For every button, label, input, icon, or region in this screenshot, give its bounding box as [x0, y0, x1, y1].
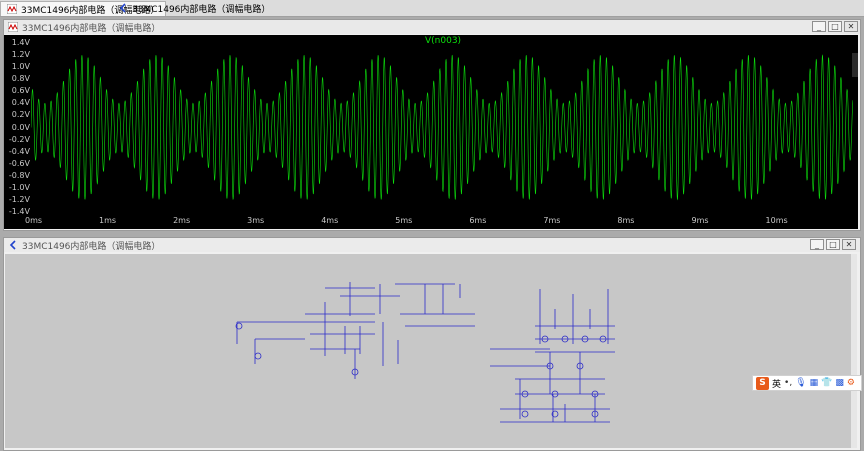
- schematic-window: 33MC1496内部电路（调幅电路） _ □ ✕: [3, 237, 861, 451]
- tab-bar: 33MC1496内部电路（调幅电路） 33MC1496内部电路（调幅电路）: [0, 0, 864, 17]
- tab-schematic-2[interactable]: 33MC1496内部电路（调幅电路）: [112, 1, 276, 15]
- minimize-icon: _: [815, 240, 819, 249]
- y-tick-label: -0.4V: [8, 146, 30, 156]
- trace-label[interactable]: V(n003): [425, 36, 462, 46]
- window-title: 33MC1496内部电路（调幅电路）: [22, 241, 161, 252]
- x-tick-label: 0ms: [25, 216, 43, 225]
- y-tick-label: -0.8V: [8, 170, 30, 180]
- window-title: 33MC1496内部电路（调幅电路）: [22, 23, 161, 34]
- x-tick-label: 6ms: [469, 216, 487, 225]
- tab-label: 33MC1496内部电路（调幅电路）: [21, 5, 160, 16]
- y-tick-label: 0.0V: [11, 122, 30, 132]
- schematic-canvas[interactable]: [5, 254, 857, 448]
- tab-label: 33MC1496内部电路（调幅电路）: [132, 4, 271, 15]
- close-button[interactable]: ✕: [844, 21, 858, 32]
- y-tick-label: 0.4V: [11, 98, 30, 108]
- schematic-icon: [119, 3, 126, 13]
- x-tick-label: 4ms: [321, 216, 339, 225]
- maximize-icon: □: [831, 22, 839, 31]
- circuit-diagram: [235, 282, 615, 423]
- waveform-titlebar[interactable]: 33MC1496内部电路（调幅电路） _ □ ✕: [4, 20, 860, 34]
- sogou-logo-icon[interactable]: S: [756, 376, 769, 390]
- schematic-scrollbar[interactable]: [851, 254, 857, 448]
- plot-area[interactable]: V(n003) 1.4V 1.2V 1.0V 0.8V 0.6V 0.4V 0.2V 0.0V…: [4, 35, 858, 229]
- toolbox-icon[interactable]: ▩: [835, 378, 844, 388]
- waveform-window: 33MC1496内部电路（调幅电路） _ □ ✕ V(n003) 1.4V 1.2…: [3, 19, 861, 231]
- y-tick-label: 1.2V: [11, 50, 30, 60]
- x-tick-label: 10ms: [765, 216, 788, 225]
- y-tick-label: 0.6V: [11, 86, 30, 96]
- y-tick-label: 0.8V: [11, 74, 30, 84]
- maximize-button[interactable]: □: [826, 239, 840, 250]
- y-tick-label: 1.4V: [11, 38, 30, 47]
- minimize-button[interactable]: _: [810, 239, 824, 250]
- x-tick-label: 8ms: [617, 216, 635, 225]
- plot-scroll-thumb[interactable]: [852, 53, 858, 77]
- y-tick-label: -1.0V: [8, 182, 30, 192]
- y-tick-label: -1.2V: [8, 194, 30, 204]
- maximize-icon: □: [829, 240, 837, 249]
- waveform-plot: [31, 54, 853, 201]
- microphone-icon[interactable]: 🎙: [795, 378, 807, 388]
- settings-icon[interactable]: ⚙: [846, 378, 855, 388]
- close-button[interactable]: ✕: [842, 239, 856, 250]
- y-tick-label: -0.6V: [8, 158, 30, 168]
- schematic-icon: [9, 240, 16, 250]
- x-tick-label: 5ms: [395, 216, 413, 225]
- y-tick-label: 1.0V: [11, 62, 30, 72]
- y-tick-label: -1.4V: [8, 207, 30, 216]
- x-tick-label: 1ms: [99, 216, 117, 225]
- x-tick-label: 2ms: [173, 216, 191, 225]
- y-tick-label: -0.2V: [8, 134, 30, 144]
- punctuation-icon[interactable]: •,: [784, 378, 793, 388]
- ime-language-toggle[interactable]: 英: [772, 379, 782, 390]
- x-tick-label: 9ms: [691, 216, 709, 225]
- waveform-icon: [8, 22, 18, 32]
- maximize-button[interactable]: □: [828, 21, 842, 32]
- ime-toolbar[interactable]: S 英 •, 🎙 ▦ 👕 ▩ ⚙: [752, 375, 862, 391]
- waveform-trace-line: [31, 54, 853, 201]
- skin-icon[interactable]: 👕: [821, 378, 833, 388]
- close-icon: ✕: [845, 240, 853, 249]
- close-icon: ✕: [847, 22, 855, 31]
- x-tick-label: 7ms: [543, 216, 561, 225]
- y-tick-label: 0.2V: [11, 110, 30, 120]
- schematic-titlebar[interactable]: 33MC1496内部电路（调幅电路） _ □ ✕: [4, 238, 860, 252]
- minimize-icon: _: [817, 22, 821, 31]
- waveform-icon: [7, 4, 17, 14]
- x-tick-label: 3ms: [247, 216, 265, 225]
- minimize-button[interactable]: _: [812, 21, 826, 32]
- keyboard-icon[interactable]: ▦: [809, 378, 819, 388]
